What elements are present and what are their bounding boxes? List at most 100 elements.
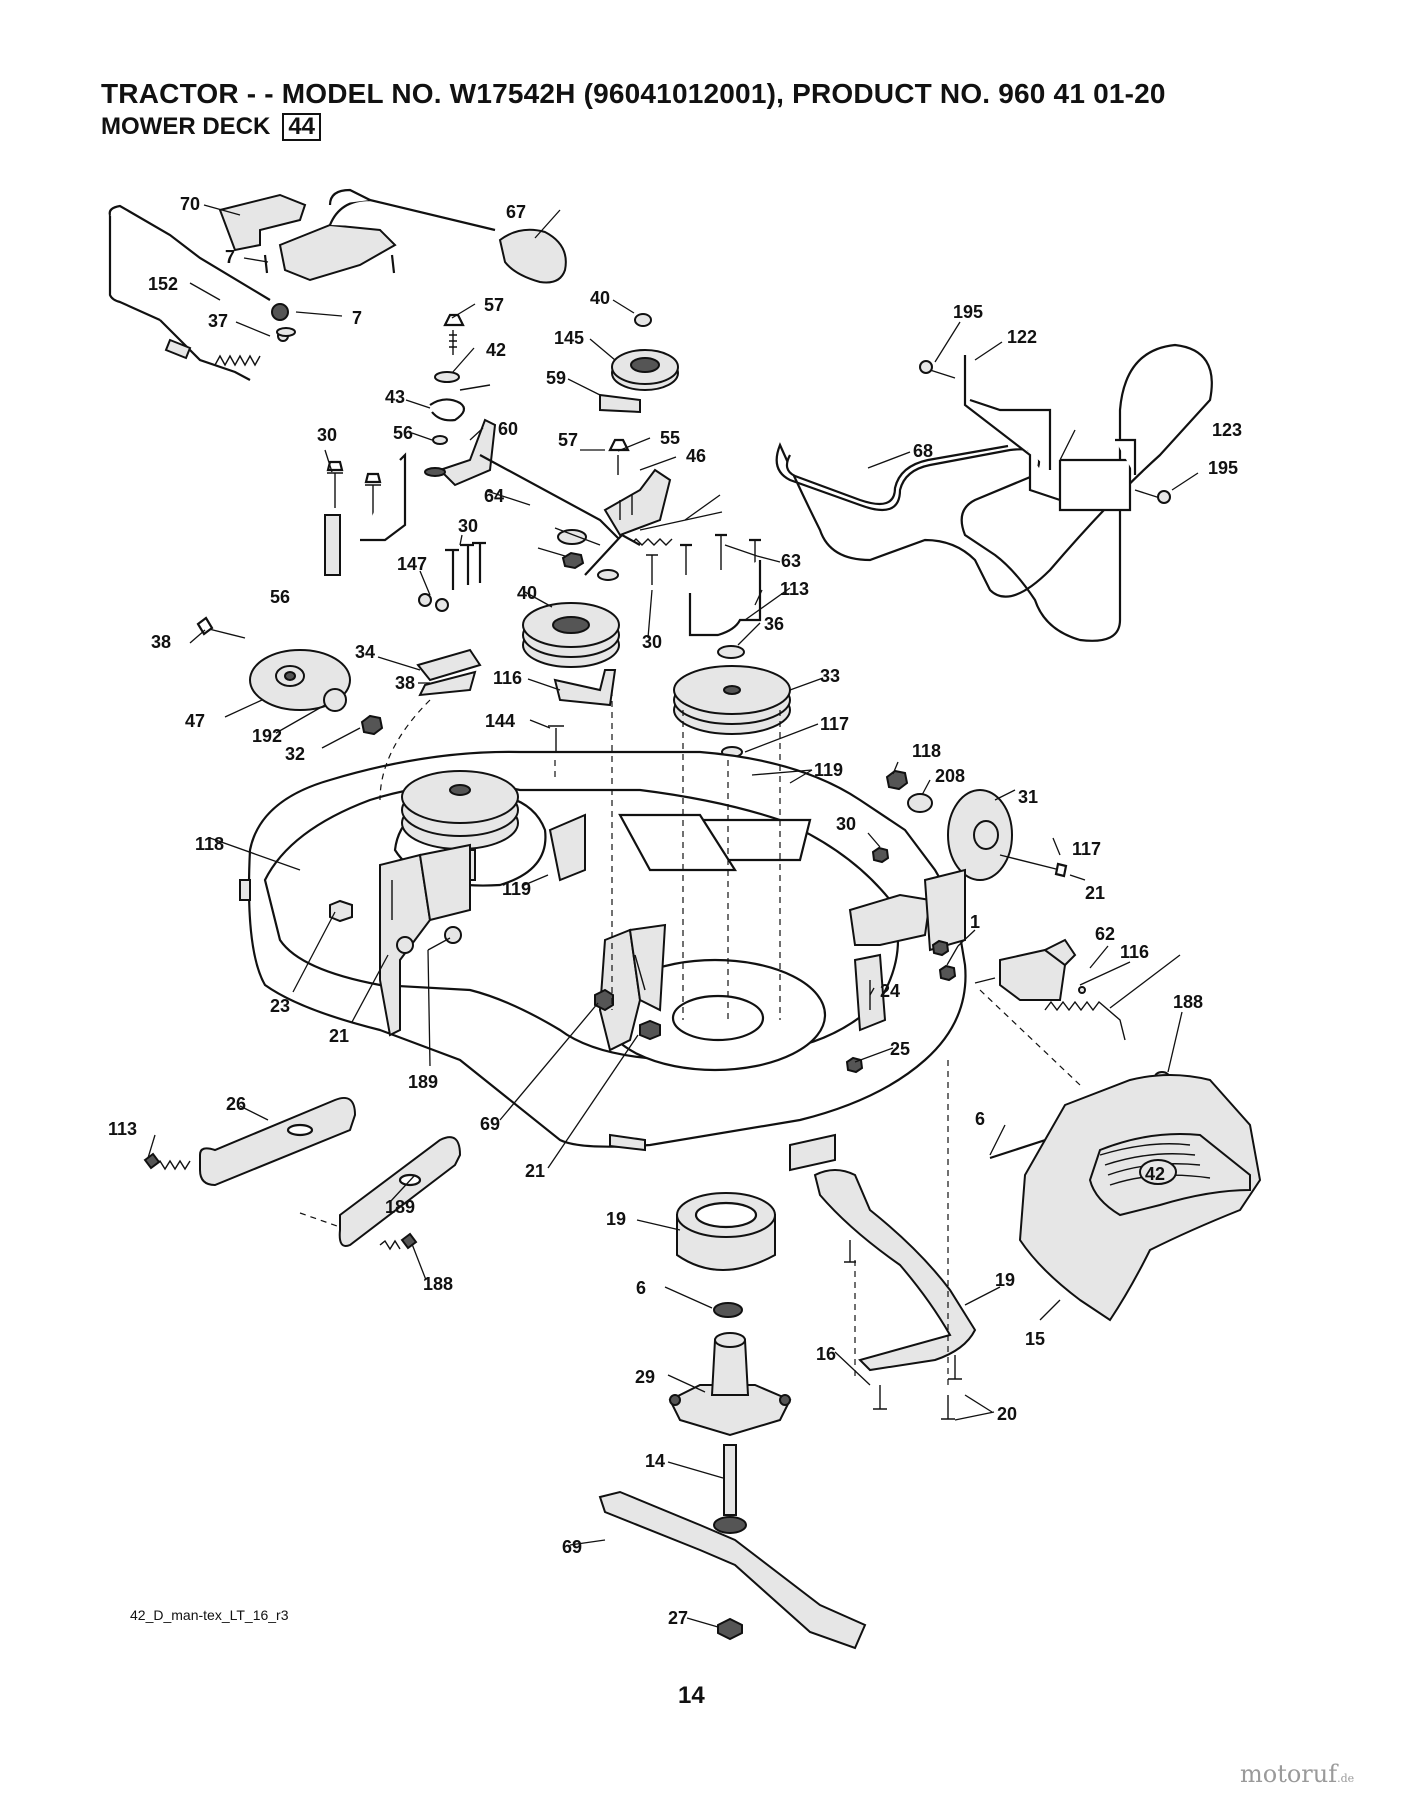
pulley-cap-67 bbox=[498, 228, 567, 284]
callout: 113 bbox=[780, 579, 809, 599]
blade-bolt-8 bbox=[717, 1617, 743, 1641]
callout: 33 bbox=[820, 666, 840, 686]
callout: 20 bbox=[997, 1404, 1017, 1424]
callout: 59 bbox=[546, 368, 566, 388]
callout: 25 bbox=[890, 1039, 910, 1059]
deck-bracket-center bbox=[548, 813, 667, 1052]
callout: 47 bbox=[185, 711, 205, 731]
spacer-16 bbox=[676, 1192, 776, 1271]
bracket-47 bbox=[416, 593, 482, 697]
callout: 57 bbox=[484, 295, 504, 315]
watermark-logo: motoruf.de bbox=[1240, 1760, 1354, 1788]
callout: 37 bbox=[208, 311, 228, 331]
callout: 23 bbox=[270, 996, 290, 1016]
callout: 29 bbox=[635, 1367, 655, 1387]
callout: 113 bbox=[108, 1119, 137, 1139]
callout: 118 bbox=[195, 834, 224, 854]
callout: 19 bbox=[995, 1270, 1015, 1290]
callout: 34 bbox=[355, 642, 375, 662]
callout: 7 bbox=[225, 247, 235, 267]
callout: 144 bbox=[485, 711, 515, 731]
callout: 56 bbox=[270, 587, 290, 607]
callout: 6 bbox=[636, 1278, 646, 1298]
bolt-34 bbox=[646, 554, 658, 585]
bolts-30-right bbox=[680, 533, 762, 637]
callout: 15 bbox=[1025, 1329, 1045, 1349]
callout: 21 bbox=[1085, 883, 1105, 903]
callout: 63 bbox=[781, 551, 801, 571]
callout: 30 bbox=[458, 516, 478, 536]
callout: 27 bbox=[668, 1608, 688, 1628]
callout: 192 bbox=[252, 726, 282, 746]
deck-size-badge: 42 bbox=[1145, 1164, 1165, 1184]
file-code: 42_D_man-tex_LT_16_r3 bbox=[130, 1607, 289, 1623]
callout: 21 bbox=[525, 1161, 545, 1181]
spindle-housing-14 bbox=[668, 1332, 792, 1437]
support-arm-20 bbox=[813, 1169, 977, 1372]
dash-line-6 bbox=[379, 699, 431, 801]
callout: 118 bbox=[912, 741, 941, 761]
discharge-chute-27: 42 bbox=[1018, 1074, 1262, 1322]
callout: 38 bbox=[395, 673, 415, 693]
callout: 38 bbox=[151, 632, 171, 652]
callout: 26 bbox=[226, 1094, 246, 1114]
callout: 123 bbox=[1212, 420, 1242, 440]
callout: 116 bbox=[1120, 942, 1149, 962]
belt-68 bbox=[775, 343, 1213, 642]
callout: 188 bbox=[423, 1274, 453, 1294]
leader-lines bbox=[147, 204, 1199, 1628]
callout: 208 bbox=[935, 766, 965, 786]
callout: 7 bbox=[352, 308, 362, 328]
callout: 40 bbox=[590, 288, 610, 308]
callout: 147 bbox=[397, 554, 427, 574]
callout: 30 bbox=[317, 425, 337, 445]
callout: 30 bbox=[836, 814, 856, 834]
callout: 119 bbox=[814, 760, 843, 780]
bracket-122-123 bbox=[919, 355, 1171, 512]
pulley-36 bbox=[522, 602, 620, 707]
callout: 60 bbox=[498, 419, 518, 439]
callout: 152 bbox=[148, 274, 178, 294]
mounting-bracket-6-lower bbox=[299, 1136, 462, 1251]
deck-bracket-left bbox=[329, 843, 471, 1037]
pulley-32 bbox=[673, 645, 791, 758]
callout: 1 bbox=[970, 912, 980, 932]
chute-bracket-23 bbox=[974, 938, 1126, 1086]
blade-11 bbox=[598, 1490, 867, 1650]
callout: 189 bbox=[385, 1197, 415, 1217]
callout: 42 bbox=[486, 340, 506, 360]
callout: 189 bbox=[408, 1072, 438, 1092]
callout: 68 bbox=[913, 441, 933, 461]
callout: 19 bbox=[606, 1209, 626, 1229]
washer-15 bbox=[713, 1302, 743, 1318]
callout: 31 bbox=[1018, 787, 1038, 807]
shaft-13 bbox=[713, 1444, 747, 1534]
page-number: 14 bbox=[678, 1682, 705, 1709]
wheel-right bbox=[868, 769, 1068, 881]
bolts-69 bbox=[844, 1240, 962, 1420]
callout: 57 bbox=[558, 430, 578, 450]
callout: 43 bbox=[385, 387, 405, 407]
callout: 6 bbox=[975, 1109, 985, 1129]
idler-pulley-group bbox=[424, 313, 679, 576]
callout: 32 bbox=[285, 744, 305, 764]
callout: 62 bbox=[1095, 924, 1115, 944]
callout: 69 bbox=[480, 1114, 500, 1134]
callout: 14 bbox=[645, 1451, 665, 1471]
callout: 117 bbox=[820, 714, 849, 734]
callout: 40 bbox=[517, 583, 537, 603]
callout: 195 bbox=[953, 302, 983, 322]
watermark-text: motoruf bbox=[1240, 1760, 1338, 1788]
callout: 67 bbox=[506, 202, 526, 222]
callout: 188 bbox=[1173, 992, 1203, 1012]
callout: 122 bbox=[1007, 327, 1037, 347]
callout: 117 bbox=[1072, 839, 1101, 859]
bolts-30-left bbox=[324, 452, 486, 590]
deck-bracket-right bbox=[845, 846, 966, 1074]
callout: 70 bbox=[180, 194, 200, 214]
callout: 21 bbox=[329, 1026, 349, 1046]
lift-cable-assembly bbox=[108, 188, 496, 381]
callout: 56 bbox=[393, 423, 413, 443]
